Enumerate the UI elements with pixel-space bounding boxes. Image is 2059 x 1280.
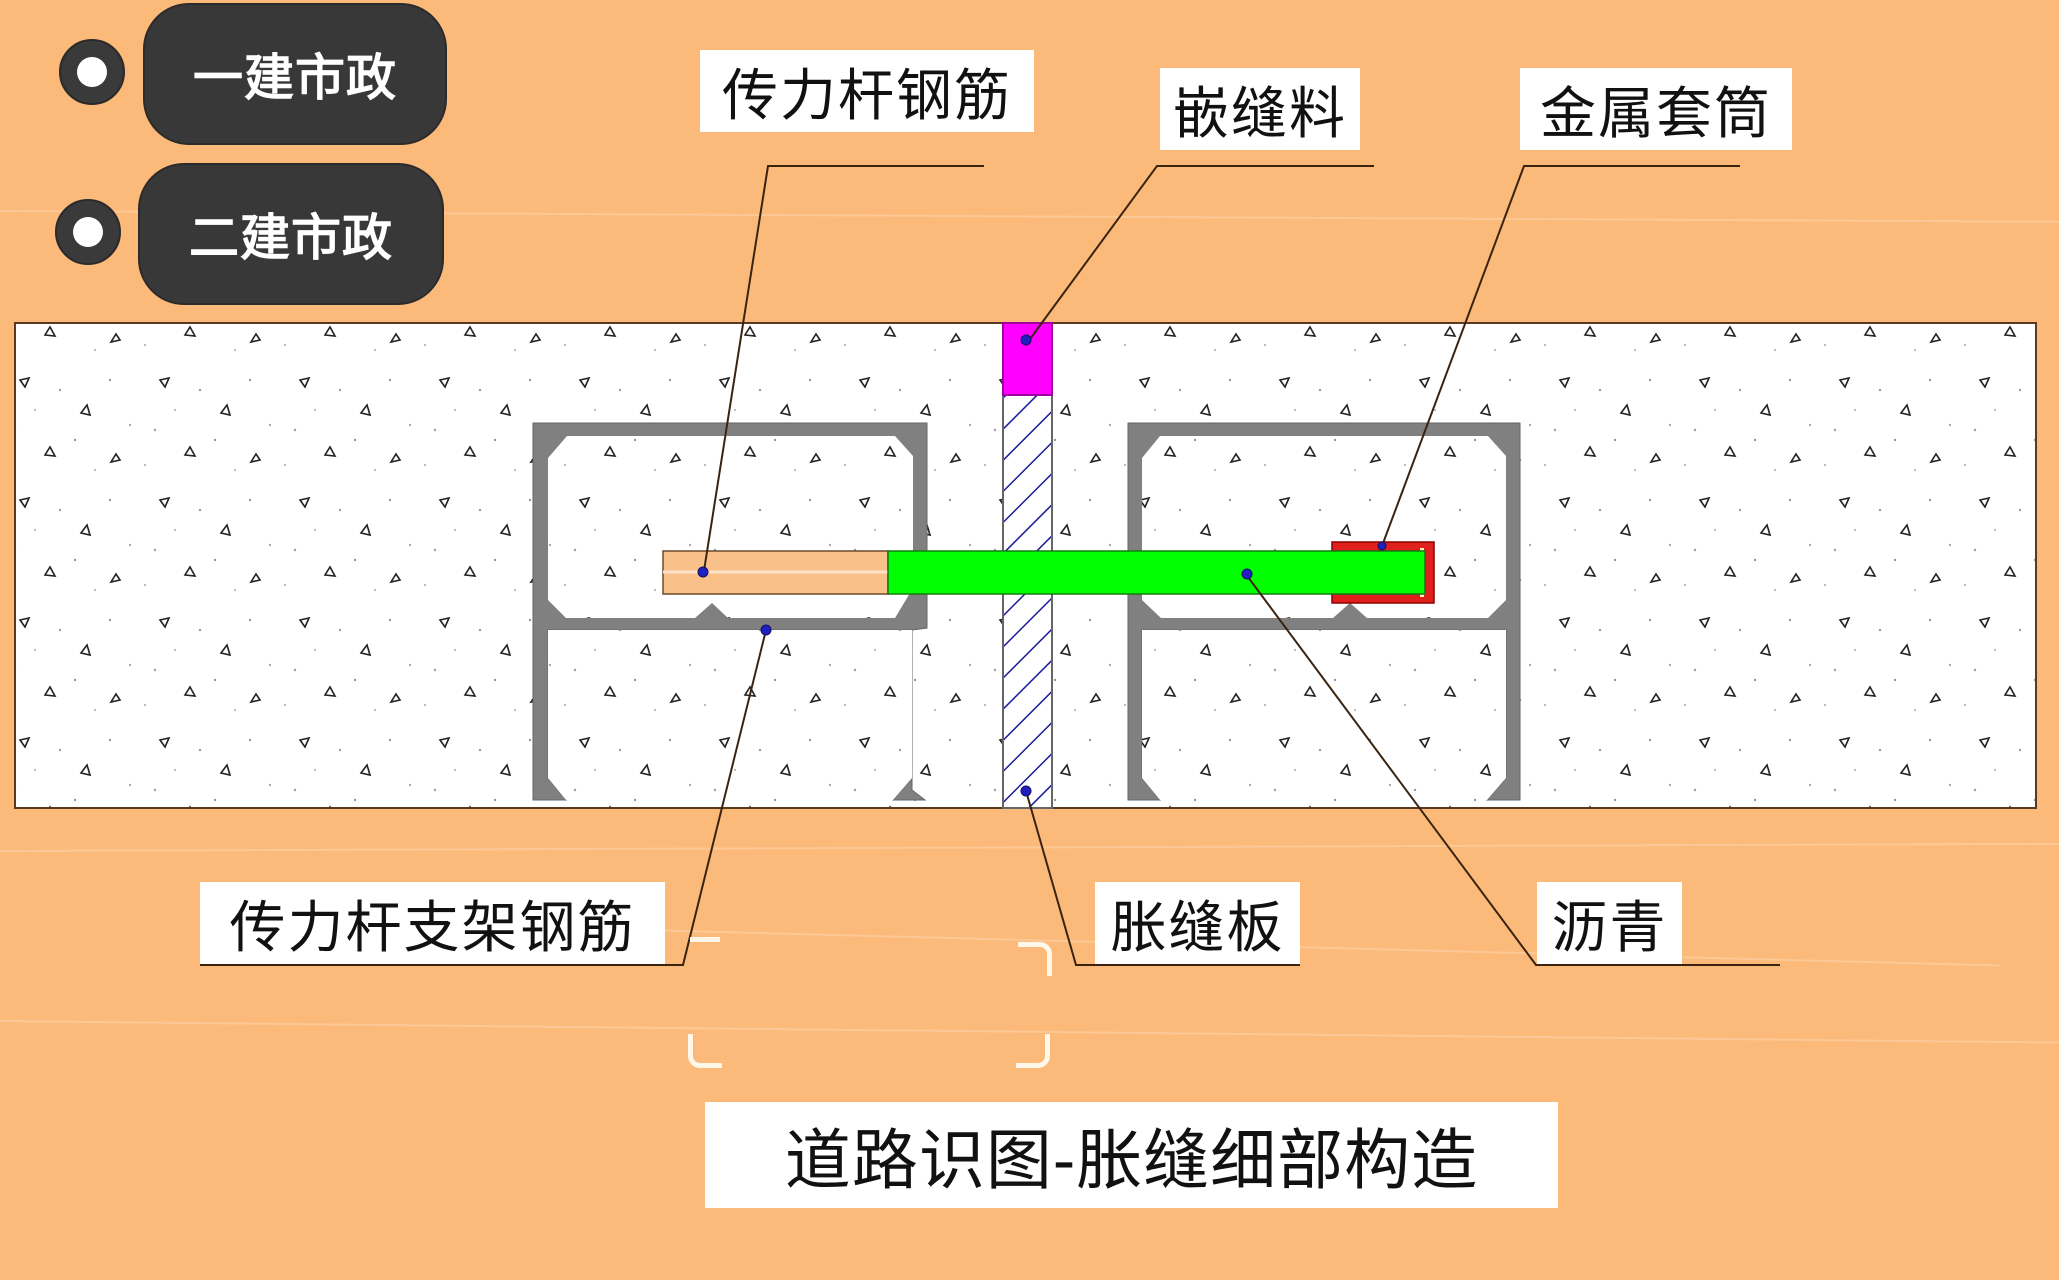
- callout-dowel-bar: 传力杆钢筋: [700, 50, 1034, 132]
- left-frame-inner-lower: [548, 630, 912, 800]
- expansion-board: [1002, 394, 1053, 809]
- option-radio-1[interactable]: [59, 39, 125, 105]
- right-frame-inner-lower: [1142, 630, 1506, 800]
- viewfinder-corner-top-right: [1018, 942, 1052, 976]
- anchor-dots: [697, 334, 1387, 797]
- option-button-yijian-shizheng[interactable]: 一建市政: [145, 5, 445, 143]
- callout-metal-sleeve: 金属套筒: [1520, 68, 1792, 150]
- option-button-erjian-shizheng[interactable]: 二建市政: [140, 165, 442, 303]
- diagram-title: 道路识图-胀缝细部构造: [705, 1102, 1558, 1208]
- viewfinder-corner-top-left: [690, 937, 720, 971]
- callout-asphalt: 沥青: [1537, 882, 1682, 964]
- viewfinder-corner-bottom-right: [1016, 1034, 1050, 1068]
- radio-dot-icon: [73, 217, 103, 247]
- callout-dowel-support-bar: 传力杆支架钢筋: [200, 882, 665, 964]
- callout-expansion-board: 胀缝板: [1095, 882, 1300, 964]
- radio-dot-icon: [77, 57, 107, 87]
- callout-joint-filler: 嵌缝料: [1160, 68, 1360, 150]
- dowel-bar-free-end: [887, 550, 1426, 595]
- option-radio-2[interactable]: [55, 199, 121, 265]
- leader-lines: [200, 165, 1780, 966]
- joint-filler: [1002, 322, 1053, 396]
- viewfinder-corner-bottom-left: [688, 1034, 722, 1068]
